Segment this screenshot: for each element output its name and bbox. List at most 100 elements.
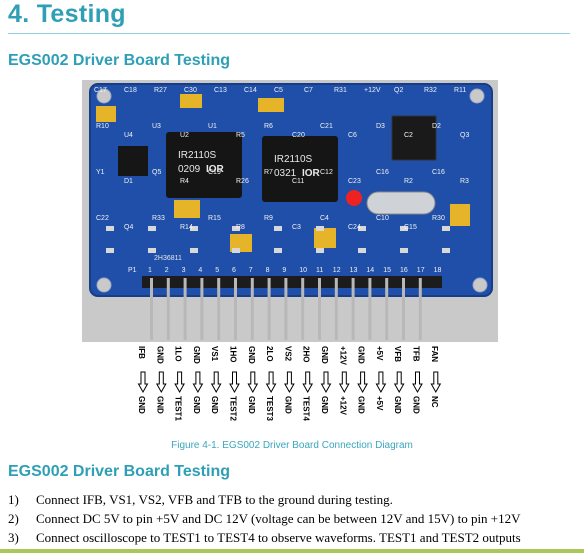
- pin-number: 13: [350, 267, 358, 274]
- chip2-label: IR2110S: [274, 154, 313, 165]
- pin-number: 5: [215, 267, 219, 274]
- silk-label: C24: [348, 224, 361, 231]
- silk-label: R11: [454, 87, 466, 94]
- smd-pad: [442, 226, 450, 231]
- silk-label: C22: [96, 215, 109, 222]
- footer-rule: [0, 549, 584, 553]
- ic-ir2110s-1: [166, 132, 242, 198]
- smd-pad: [400, 248, 408, 253]
- step-item: 1)Connect IFB, VS1, VS2, VFB and TFB to …: [8, 490, 578, 509]
- figure-caption: Figure 4-1. EGS002 Driver Board Connecti…: [171, 440, 413, 451]
- cap-c9: [230, 234, 252, 252]
- pin-name-label: VS2: [283, 346, 292, 362]
- pin-name-label: GND: [247, 346, 256, 364]
- smd-pad: [358, 248, 366, 253]
- pin-number: 4: [198, 267, 202, 274]
- header-pin: [267, 278, 271, 340]
- chip1-date: 0209: [178, 164, 201, 175]
- pin-number: 2: [165, 267, 169, 274]
- header-pin: [351, 278, 355, 340]
- down-arrow-icon: [302, 371, 314, 394]
- testing-steps: 1)Connect IFB, VS1, VS2, VFB and TFB to …: [8, 490, 578, 547]
- smd-pad: [232, 248, 240, 253]
- smd-pad: [106, 226, 114, 231]
- mount-hole: [472, 277, 488, 293]
- pin-target-label: GND: [210, 396, 219, 414]
- smd-parts: [106, 226, 450, 253]
- header-pin: [402, 278, 405, 340]
- pin-number: 11: [316, 267, 323, 274]
- pin-name-label: +12V: [338, 346, 347, 366]
- pin-number: 6: [232, 267, 236, 274]
- down-arrow-icon: [265, 371, 277, 394]
- silk-label: Y1: [96, 169, 105, 176]
- silk-label: R9: [264, 215, 273, 222]
- pin-name-label: GND: [357, 346, 366, 364]
- down-arrow-icon: [393, 371, 405, 394]
- header-pin: [418, 278, 422, 340]
- down-arrow-icon: [229, 371, 240, 394]
- pin-number: 10: [299, 267, 307, 274]
- silk-label: R30: [432, 215, 445, 222]
- silk-label: C23: [348, 178, 361, 185]
- pin-target-label: +5V: [375, 396, 384, 411]
- subheading-board-testing-steps: EGS002 Driver Board Testing: [8, 463, 230, 480]
- pin-target-label: GND: [357, 396, 366, 414]
- smd-pad: [106, 248, 114, 253]
- down-arrow-icon: [210, 371, 222, 394]
- silk-label: C2: [404, 132, 413, 139]
- down-arrow-icon: [192, 371, 204, 394]
- pin-name-label: GND: [320, 346, 329, 364]
- smd-pad: [148, 248, 156, 253]
- chip2-logo: IOR: [302, 168, 321, 179]
- silk-label: +12V: [364, 87, 381, 94]
- down-arrow-icon: [412, 371, 423, 394]
- subheading-board-testing: EGS002 Driver Board Testing: [8, 52, 230, 69]
- ic-u4: [118, 146, 148, 176]
- silk-label: C21: [320, 123, 333, 130]
- down-arrow-icon: [338, 371, 350, 394]
- silk-label: R14: [180, 224, 193, 231]
- pin-name-label: TFB: [412, 346, 421, 362]
- step-number: 3): [8, 530, 19, 545]
- silk-label: C15: [404, 224, 417, 231]
- silk-label: D1: [124, 178, 133, 185]
- ic-ir2110s-2: [262, 136, 338, 202]
- header-pin: [234, 278, 237, 340]
- step-number: 1): [8, 492, 19, 507]
- silk-label: C7: [304, 87, 313, 94]
- silk-label: R6: [264, 123, 273, 130]
- header-pin: [166, 278, 170, 340]
- silk-label: Q2: [394, 87, 403, 94]
- pin-target-label: TEST1: [174, 396, 183, 421]
- header-pin: [334, 278, 338, 340]
- header-pin: [150, 278, 153, 340]
- chip2-date: 0321: [274, 168, 297, 179]
- silk-label: C16: [432, 169, 445, 176]
- mount-hole: [96, 277, 112, 293]
- smd-pad: [316, 226, 324, 231]
- pin-target-label: NC: [430, 396, 439, 408]
- mount-hole: [469, 88, 485, 104]
- pin-name-label: VS1: [210, 346, 219, 362]
- smd-pad: [442, 248, 450, 253]
- pin-target-label: TEST3: [265, 396, 274, 421]
- cap-c4: [314, 228, 336, 248]
- egs002-board-photo: IR2110S 0209 IOR IR2110S 0321 IOR 2H3681…: [82, 80, 498, 342]
- silk-label: R3: [460, 178, 469, 185]
- crystal-y1: [366, 191, 436, 215]
- silk-label: R31: [334, 87, 347, 94]
- pin-name-label: IFB: [137, 346, 146, 359]
- pin-name-label: GND: [155, 346, 164, 364]
- header-pin: [318, 278, 321, 340]
- pin-header-label: P1: [128, 267, 137, 274]
- pin-name-label: 2LO: [265, 346, 274, 362]
- chip1-logo: IOR: [206, 164, 225, 175]
- pin-name-label: FAN: [430, 346, 439, 362]
- silk-label: C14: [244, 87, 257, 94]
- header-pin: [183, 278, 187, 340]
- pin-name-label: 1LO: [174, 346, 183, 362]
- silk-label: C12: [320, 169, 333, 176]
- pin-target-label: GND: [155, 396, 164, 414]
- silk-label: U4: [124, 132, 133, 139]
